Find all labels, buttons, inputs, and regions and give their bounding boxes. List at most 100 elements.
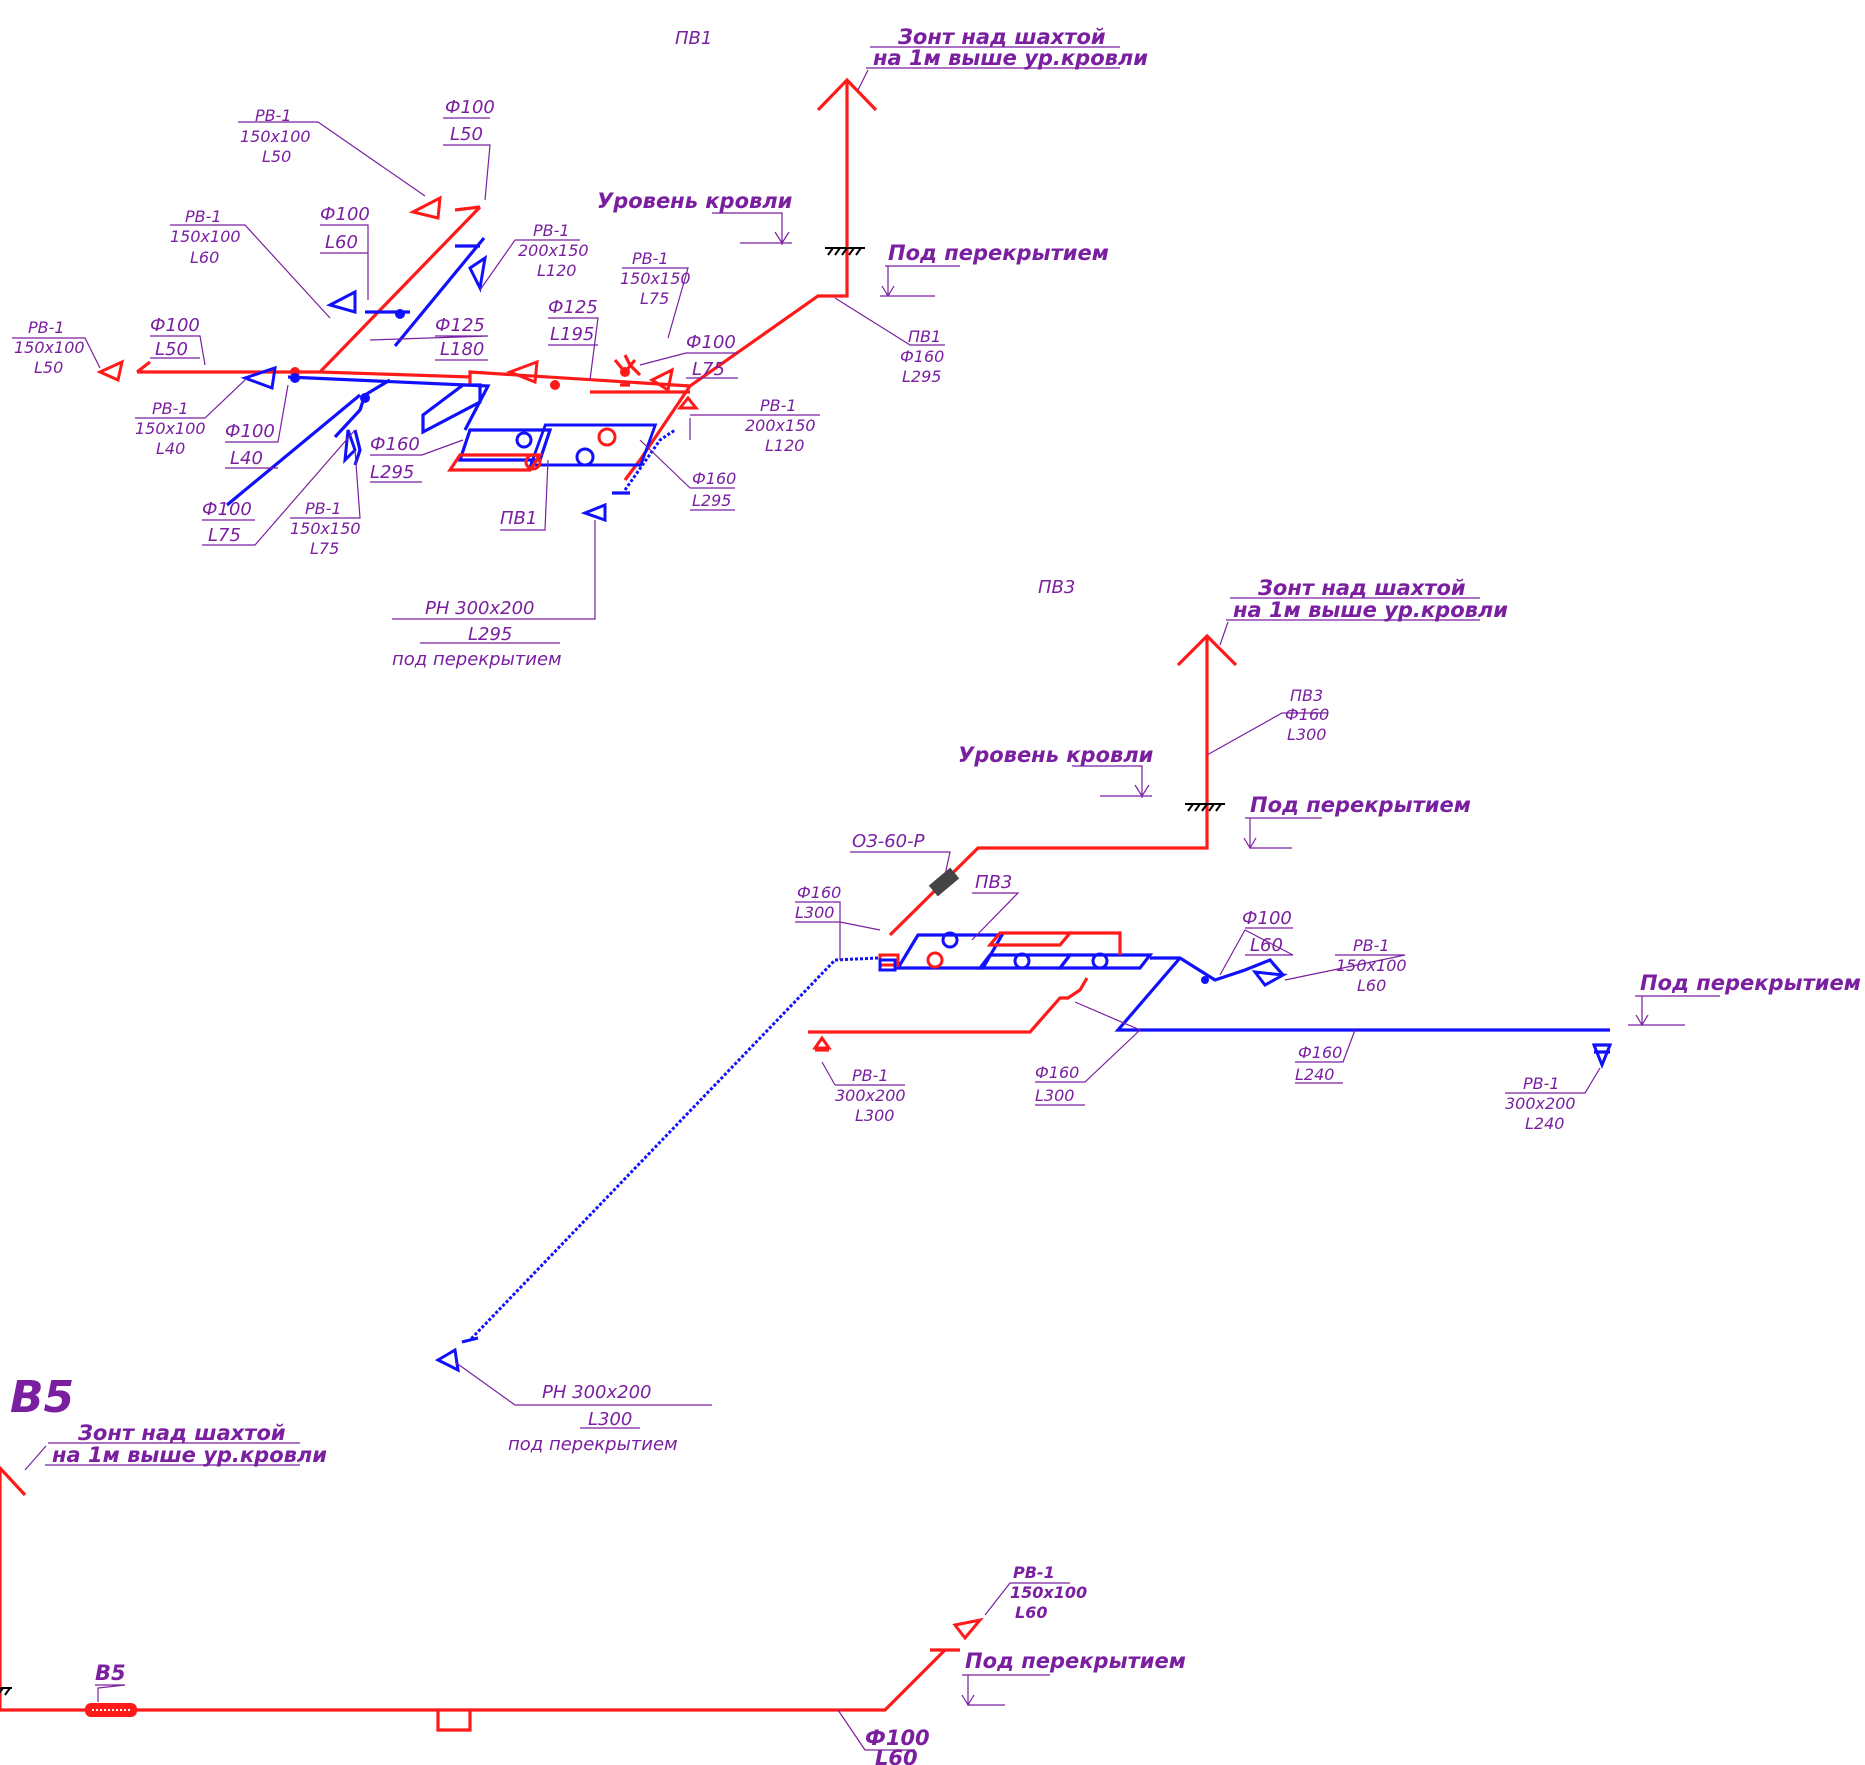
pv1-air-handling-unit-icon (421, 383, 676, 495)
v5-umbrella-label-1: Зонт над шахтой (77, 1421, 286, 1445)
pv3-under-slab: Под перекрытием (1250, 793, 1471, 817)
pv3-rv-c-2: 300х200 (835, 1086, 906, 1105)
pv1-rv-c-2: 200х150 (518, 241, 589, 260)
pv3-air-handling-unit-icon (808, 931, 1154, 1034)
pv3-red-diffuser-icons (812, 1035, 832, 1052)
pv1-dia-j-1: Ф160 (692, 469, 736, 488)
pv3-rv-b-3: L60 (1357, 976, 1386, 995)
pv1-rv-k-3: L75 (310, 539, 339, 558)
pv1-dia-h-1: Ф100 (225, 421, 275, 442)
pv3-dia-d-2: L300 (1035, 1086, 1074, 1105)
v5-rv-3: L60 (1015, 1603, 1047, 1622)
pv1-rv-h-2: 150х100 (135, 419, 206, 438)
pv3-rn-2: L300 (588, 1409, 632, 1430)
pv3-blue-diffuser-icons (434, 970, 1613, 1373)
pv3-dia-e-1: Ф160 (1298, 1043, 1342, 1062)
pv1-shaft-label-3: L295 (902, 367, 941, 386)
pv3-roof-level: Уровень кровли (958, 743, 1154, 767)
pv1-dia-g-2: L75 (692, 359, 725, 380)
pv1-rv-b-1: РВ-1 (185, 207, 222, 226)
pv3-under-slab-2: Под перекрытием (1640, 971, 1861, 995)
pv3-rv-b-2: 150х100 (1336, 956, 1407, 975)
pv1-rv-h-1: РВ-1 (152, 399, 189, 418)
pv3-rv-c-3: L300 (855, 1106, 894, 1125)
pv3-rv-b-1: РВ-1 (1353, 936, 1390, 955)
pv1-dia-k-1: Ф100 (202, 499, 252, 520)
pv1-dia-i-1: Ф160 (370, 434, 420, 455)
pv1-dia-b-2: L60 (325, 232, 358, 253)
pv3-dia-a-2: L300 (795, 903, 834, 922)
pv1-dia-d-2: L50 (155, 339, 188, 360)
pv1-dia-k-2: L75 (208, 525, 241, 546)
pv3-dia-b-1: Ф100 (1242, 908, 1292, 929)
pv1-rv-h-3: L40 (156, 439, 185, 458)
pv1-rv-a-3: L50 (262, 147, 291, 166)
pv3-shaft-label-2: Ф160 (1285, 705, 1329, 724)
pv1-rv-g-3: L75 (640, 289, 669, 308)
v5-rv-2: 150х100 (1010, 1583, 1087, 1602)
pv1-dia-f-1: Ф125 (548, 297, 598, 318)
pv3-rv-c-1: РВ-1 (852, 1066, 889, 1085)
pv1-rv-j-2: 200х150 (745, 416, 816, 435)
v5-under-slab: Под перекрытием (965, 1649, 1186, 1673)
pv3-fire-damper-icon (928, 867, 960, 897)
pv1-dia-h-2: L40 (230, 448, 263, 469)
pv1-rv-g-2: 150х150 (620, 269, 691, 288)
v5-dia-2: L60 (875, 1746, 918, 1765)
pv1-rn-3: под перекрытием (392, 649, 562, 670)
pv1-unit-label: ПВ1 (500, 508, 537, 529)
pv1-roof-level: Уровень кровли (597, 189, 793, 213)
pv3-dia-d-1: Ф160 (1035, 1063, 1079, 1082)
pv3-rv-e-3: L240 (1525, 1114, 1564, 1133)
v5-title: В5 (10, 1372, 74, 1423)
system-pv3: ПВ3 Зонт над шахтой на 1м выше ур.кровли… (434, 576, 1861, 1455)
pv1-rv-d-2: 150х100 (14, 338, 85, 357)
pv3-rn-1: РН 300х200 (542, 1382, 651, 1403)
pv1-dia-f-2: L195 (550, 324, 594, 345)
pv3-rv-e-2: 300х200 (1505, 1094, 1576, 1113)
pv3-flex-duct (468, 956, 879, 1342)
pv3-roof-hatch-icon (1185, 803, 1225, 812)
v5-fan-icon (85, 1703, 137, 1717)
pv3-shaft-label-3: L300 (1287, 725, 1326, 744)
system-v5: В5 Зонт над шахтой на 1м выше ур.кровли … (0, 1372, 1186, 1765)
pv1-dia-e-1: Ф125 (435, 315, 485, 336)
v5-umbrella-label-2: на 1м выше ур.кровли (52, 1443, 327, 1467)
pv1-blue-diffuser-icons (240, 254, 607, 523)
v5-roof-hatch-icon (0, 1687, 12, 1696)
pv1-shaft-label-1: ПВ1 (908, 327, 941, 346)
pv1-rv-a-1: РВ-1 (255, 106, 292, 125)
pv1-rv-b-2: 150х100 (170, 227, 241, 246)
pv1-dia-g-1: Ф100 (686, 332, 736, 353)
pv3-dia-e-2: L240 (1295, 1065, 1334, 1084)
pv1-rv-g-1: РВ-1 (632, 249, 669, 268)
v5-unit-label: В5 (95, 1661, 126, 1685)
pv1-dia-b-1: Ф100 (320, 204, 370, 225)
pv3-umbrella-label-2: на 1м выше ур.кровли (1233, 598, 1508, 622)
pv1-roof-hatch-icon (825, 247, 865, 256)
pv1-rv-d-1: РВ-1 (28, 318, 65, 337)
pv1-dia-a-2: L50 (450, 124, 483, 145)
pv1-rn-2: L295 (468, 624, 512, 645)
pv1-under-slab: Под перекрытием (888, 241, 1109, 265)
pv1-rn-1: РН 300х200 (425, 598, 534, 619)
pv1-title: ПВ1 (675, 28, 712, 49)
pv1-shaft-label-2: Ф160 (900, 347, 944, 366)
pv1-rv-j-3: L120 (765, 436, 804, 455)
system-pv1: ПВ1 Зонт над шахтой на 1м выше ур.кровли… (12, 25, 1148, 670)
pv3-rv-e-1: РВ-1 (1523, 1074, 1560, 1093)
pv1-dia-e-2: L180 (440, 339, 484, 360)
pv3-rn-3: под перекрытием (508, 1434, 678, 1455)
pv1-dia-i-2: L295 (370, 462, 414, 483)
pv3-dia-a-1: Ф160 (797, 883, 841, 902)
pv3-shaft-label-1: ПВ3 (1290, 686, 1323, 705)
pv1-rv-c-3: L120 (537, 261, 576, 280)
v5-rv-1: РВ-1 (1013, 1563, 1055, 1582)
v5-diffuser-icon (952, 1617, 984, 1641)
pv1-umbrella-label-1: Зонт над шахтой (897, 25, 1106, 49)
pv1-rv-c-1: РВ-1 (533, 221, 570, 240)
pv3-unit-label: ПВ3 (975, 872, 1012, 893)
pv1-rv-k-2: 150х150 (290, 519, 361, 538)
pv1-umbrella-icon (689, 77, 878, 388)
